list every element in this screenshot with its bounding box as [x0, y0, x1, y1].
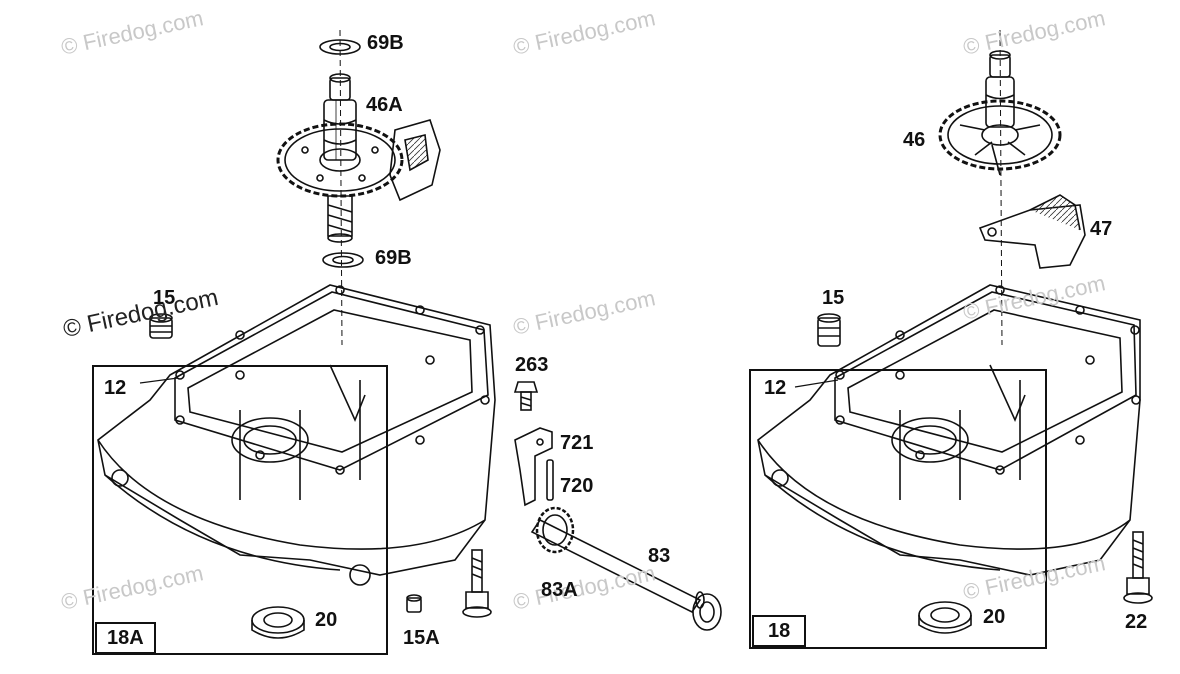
callout-83: 83 [648, 545, 671, 567]
governor-parts [513, 381, 722, 631]
cam-gear-46a [276, 122, 404, 198]
cam-gear-46 [938, 99, 1062, 176]
pin-720 [546, 459, 554, 501]
callout-15a: 15A [403, 627, 440, 649]
callout-721: 721 [560, 432, 594, 454]
callout-20-right: 20 [983, 606, 1006, 628]
callout-263: 263 [515, 354, 549, 376]
callout-15-right: 15 [822, 287, 845, 309]
callout-720: 720 [560, 475, 594, 497]
seal-20-right [918, 601, 972, 634]
screw-263 [513, 381, 539, 411]
bracket-721 [514, 427, 553, 507]
callout-83a: 83A [541, 579, 578, 601]
compression-release [389, 119, 441, 202]
crankcase-sump-left [97, 284, 496, 586]
box-18-frame [749, 369, 1047, 649]
plug-15-right [817, 313, 841, 347]
seal-20-left [251, 606, 305, 639]
seal-83a [692, 593, 722, 631]
callout-18a: 18A [95, 622, 156, 654]
crankcase-sump-right [757, 284, 1141, 576]
callout-15-left: 15 [153, 287, 176, 309]
callout-46a: 46A [366, 94, 403, 116]
right-assembly [749, 29, 1153, 649]
cam-worm [327, 195, 353, 243]
left-assembly [92, 29, 496, 655]
callout-69b-bottom: 69B [375, 247, 412, 269]
callout-46: 46 [903, 129, 926, 151]
callout-12-right: 12 [764, 377, 787, 399]
callout-20-left: 20 [315, 609, 338, 631]
camshaft-46a [323, 73, 357, 161]
plug-15-left [149, 313, 173, 339]
callout-22: 22 [1125, 611, 1148, 633]
leader-lines [139, 377, 839, 388]
callout-69b-top: 69B [367, 32, 404, 54]
compression-release-47 [978, 194, 1086, 269]
callout-12-left: 12 [104, 377, 127, 399]
washer-69b-bottom [322, 252, 364, 268]
plug-15a [406, 594, 422, 613]
bolt-left [462, 549, 492, 618]
callout-18: 18 [752, 615, 807, 647]
callout-47: 47 [1090, 218, 1113, 240]
bolt-22 [1123, 531, 1153, 604]
box-18a-frame [92, 365, 388, 655]
